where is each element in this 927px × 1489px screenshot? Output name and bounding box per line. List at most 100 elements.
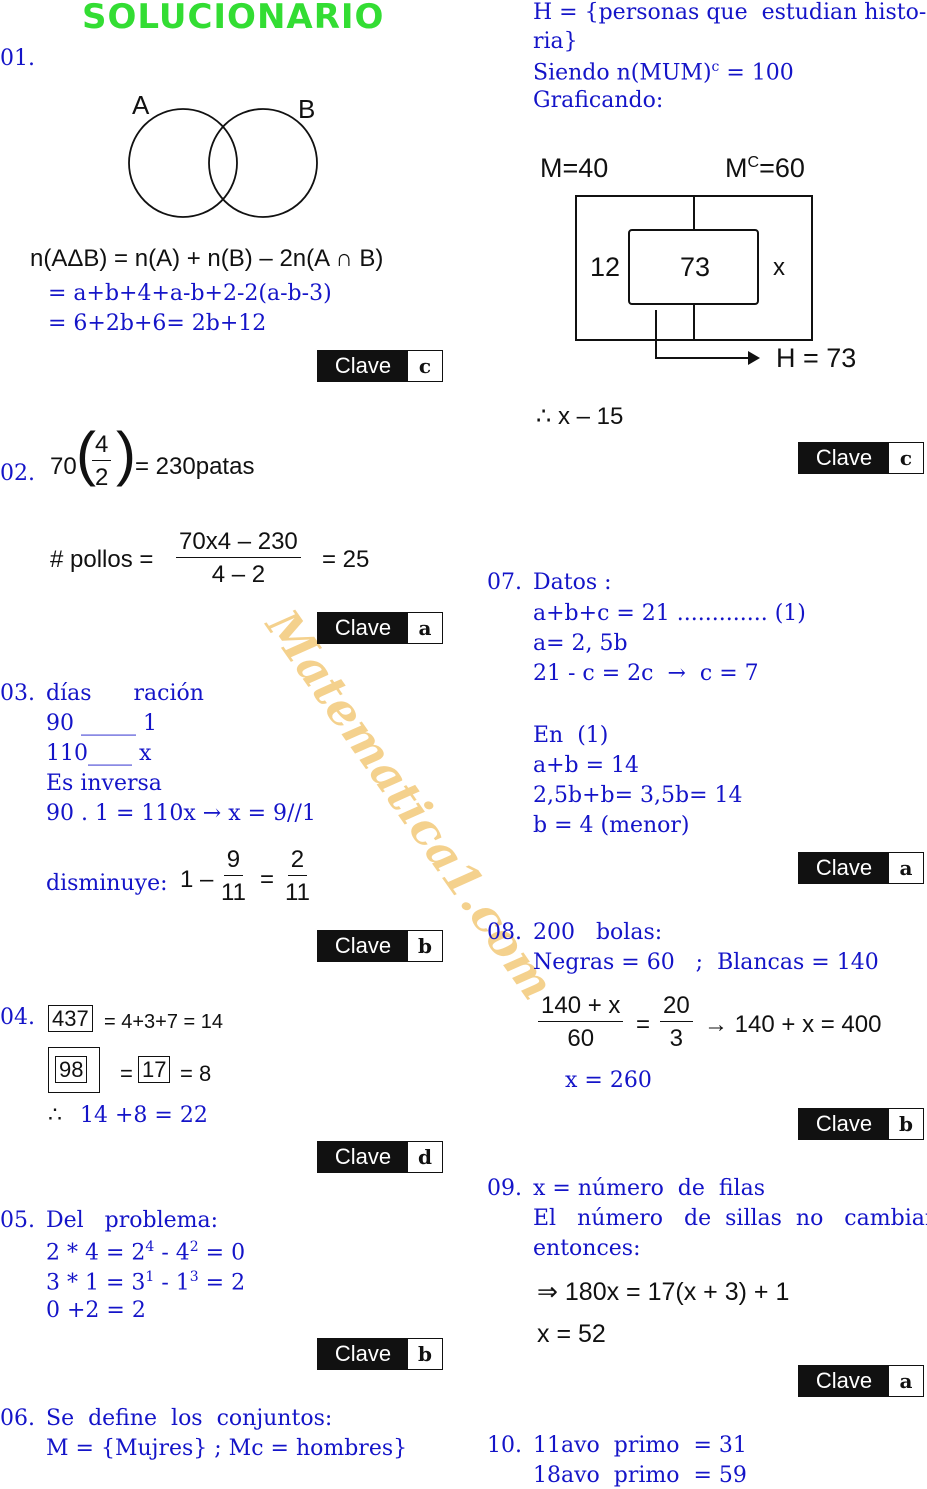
venn-set-a-label: A: [132, 90, 150, 120]
problem-06-line2: M = {Mujres} ; Mc = hombres}: [46, 1436, 408, 1461]
problem-01-number: 01.: [0, 46, 35, 71]
problem-03-fraction2: 2 11: [282, 848, 313, 905]
answer-key-09: Clave a: [798, 1365, 924, 1397]
problem-08-fraction1: 140 + x 60: [538, 994, 624, 1052]
problem-06-line1: Se define los conjuntos:: [46, 1406, 333, 1431]
problem-04-outer-box: [48, 1047, 100, 1093]
fraction-denominator: 11: [285, 879, 310, 906]
set-diagram: [575, 195, 813, 365]
problem-01-line2: = 6+2b+6= 2b+12: [48, 311, 267, 336]
page-title: SOLUCIONARIO: [82, 0, 385, 37]
diagram-value-left: 12: [590, 252, 621, 282]
problem-02-fraction: 4 2: [92, 433, 112, 491]
problem-03-row1: 90 _____ 1: [46, 711, 157, 736]
answer-key-label: Clave: [318, 1339, 408, 1369]
set-h-label: H = 73: [776, 343, 857, 373]
diagram-value-right: x: [773, 254, 785, 281]
problem-08-equals: =: [636, 1011, 651, 1038]
problem-03-fraction1: 9 11: [218, 848, 249, 905]
boxed-number: 98: [55, 1056, 88, 1083]
problem-09-number: 09.: [487, 1176, 522, 1201]
answer-key-05: Clave b: [317, 1338, 443, 1370]
problem-09-line2: El número de sillas no cambian: [533, 1206, 927, 1231]
problem-10-line2: 18avo primo = 59: [533, 1463, 747, 1488]
fraction-numerator: 9: [223, 848, 244, 876]
problem-07-line8: b = 4 (menor): [533, 813, 690, 838]
problem-07-line3: a= 2, 5b: [533, 631, 628, 656]
answer-key-01: Clave c: [317, 350, 443, 382]
problem-07-line1: Datos :: [533, 570, 612, 595]
problem-08-line3: x = 260: [565, 1068, 652, 1093]
set-m-label: M=40: [540, 153, 609, 183]
problem-08-number: 08.: [487, 920, 522, 945]
problem-08-fraction2: 20 3: [660, 994, 693, 1051]
answer-key-label: Clave: [799, 443, 889, 473]
problem-03-one: 1 –: [180, 866, 214, 893]
problem-04-eq1: = 4+3+7 = 14: [104, 1011, 224, 1033]
answer-key-label: Clave: [799, 1366, 889, 1396]
problem-03-header: días ración: [46, 681, 204, 706]
problem-04-box2: 98: [55, 1056, 88, 1083]
answer-key-value: b: [408, 1339, 442, 1369]
pollos-fraction: 70x4 – 230 4 – 2: [176, 530, 301, 587]
pollos-label: # pollos =: [50, 546, 154, 573]
problem-05-line2: 2 * 4 = 24 - 42 = 0: [46, 1239, 246, 1266]
boxed-number: 17: [138, 1056, 171, 1083]
problem-04-result: 14 +8 = 22: [80, 1103, 208, 1128]
fraction-numerator: 4: [92, 433, 112, 461]
set-mc-label: MC=60: [725, 153, 805, 183]
problem-08-line2: Negras = 60 ; Blancas = 140: [533, 950, 879, 975]
problem-03-row3: Es inversa: [46, 771, 162, 796]
venn-set-b-label: B: [298, 94, 316, 124]
answer-key-label: Clave: [799, 1109, 889, 1139]
fraction-numerator: 20: [660, 994, 693, 1022]
problem-05-line1: Del problema:: [46, 1208, 219, 1233]
problem-09-line3: entonces:: [533, 1236, 641, 1261]
paren-right: ): [116, 420, 136, 487]
problem-04-number: 04.: [0, 1005, 35, 1030]
answer-key-04: Clave d: [317, 1141, 443, 1173]
problem-01-line1: = a+b+4+a-b+2-2(a-b-3): [48, 281, 332, 306]
answer-key-value: a: [889, 853, 923, 883]
fraction-denominator: 60: [567, 1025, 595, 1052]
answer-key-03: Clave b: [317, 930, 443, 962]
answer-key-value: a: [408, 613, 442, 643]
diagram-value-middle: 73: [680, 252, 711, 282]
problem-07-line7: 2,5b+b= 3,5b= 14: [533, 783, 743, 808]
problem-04-eq2-pre: =: [120, 1061, 133, 1086]
answer-key-value: c: [408, 351, 442, 381]
answer-key-02: Clave a: [317, 612, 443, 644]
problem-04-box3: 17: [138, 1056, 171, 1083]
answer-key-value: b: [889, 1109, 923, 1139]
problem-08-result: → 140 + x = 400: [704, 1011, 882, 1038]
answer-key-value: c: [889, 443, 923, 473]
problem-02-number: 02.: [0, 461, 35, 486]
fraction-denominator: 11: [221, 879, 246, 906]
problem-07-line5: En (1): [533, 723, 609, 748]
problem-06-line3: H = {personas que estudian histo-: [533, 0, 927, 25]
problem-06-line5: Siendo n(MUM)c = 100: [533, 59, 794, 86]
boxed-number: 437: [48, 1005, 93, 1032]
problem-02-suffix: = 230patas: [135, 453, 255, 480]
problem-05-line4: 0 +2 = 2: [46, 1298, 146, 1323]
problem-09-line1: x = número de filas: [533, 1176, 765, 1201]
fraction-numerator: 140 + x: [538, 994, 624, 1022]
problem-10-line1: 11avo primo = 31: [533, 1433, 747, 1458]
problem-05-line3: 3 * 1 = 31 - 13 = 2: [46, 1269, 246, 1296]
answer-key-value: a: [889, 1366, 923, 1396]
paren-left: (: [76, 420, 96, 487]
problem-09-equation2: x = 52: [537, 1320, 606, 1348]
answer-key-label: Clave: [318, 351, 408, 381]
problem-07-line4: 21 - c = 2c → c = 7: [533, 661, 759, 686]
problem-03-disminuye-label: disminuye:: [46, 871, 168, 896]
problem-06-line4: ria}: [533, 29, 578, 54]
problem-01-formula: n(AΔB) = n(A) + n(B) – 2n(A ∩ B): [30, 245, 384, 272]
fraction-denominator: 2: [95, 464, 109, 491]
problem-08-line1: 200 bolas:: [533, 920, 663, 945]
problem-06-line6: Graficando:: [533, 88, 664, 113]
problem-03-number: 03.: [0, 681, 35, 706]
answer-key-value: b: [408, 931, 442, 961]
problem-03-row4: 90 . 1 = 110x → x = 9//1: [46, 801, 316, 826]
fraction-numerator: 2: [287, 848, 308, 876]
answer-key-08: Clave b: [798, 1108, 924, 1140]
